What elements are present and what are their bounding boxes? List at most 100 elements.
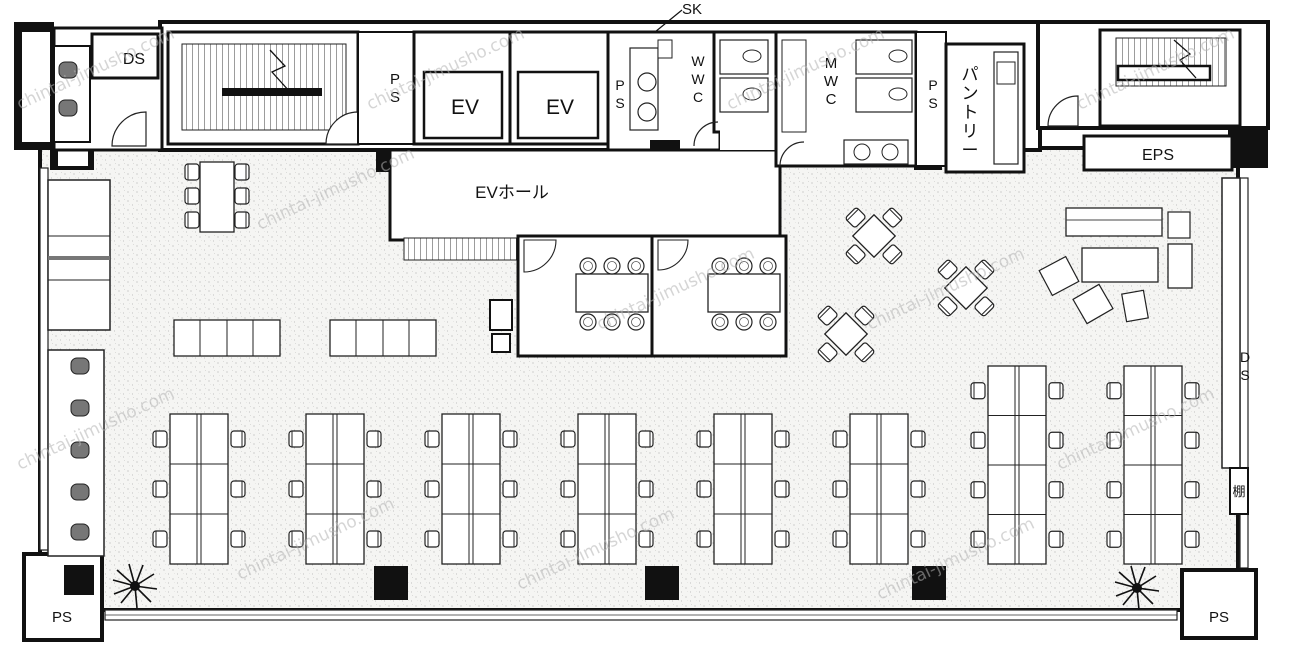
chair	[910, 530, 926, 548]
label-shelf: 棚	[1232, 484, 1245, 499]
chair	[711, 313, 729, 331]
chair	[560, 480, 576, 498]
label-eps: EPS	[1142, 147, 1174, 164]
chair	[696, 430, 712, 448]
chair	[424, 480, 440, 498]
chair	[1048, 530, 1064, 548]
chair	[424, 430, 440, 448]
chair	[910, 480, 926, 498]
eps-room	[1082, 134, 1234, 172]
chair	[152, 480, 168, 498]
label-wwc-3: C	[693, 89, 703, 105]
column	[912, 566, 946, 600]
chair	[1106, 530, 1122, 548]
lounge-area	[1038, 207, 1193, 325]
chair	[696, 480, 712, 498]
chair	[502, 430, 518, 448]
label-ds-right-b: S	[1240, 367, 1249, 383]
chair	[234, 211, 250, 229]
chair	[970, 382, 986, 400]
chair	[735, 313, 753, 331]
chair	[774, 480, 790, 498]
chair	[1184, 481, 1200, 499]
label-pantry-2: ン	[962, 84, 979, 103]
ev-hall	[388, 148, 782, 242]
chair	[1184, 530, 1200, 548]
cafe-tables	[816, 206, 996, 364]
chair	[970, 431, 986, 449]
chair	[230, 430, 246, 448]
chair	[759, 313, 777, 331]
chair	[638, 430, 654, 448]
label-ds-right-a: D	[1240, 349, 1250, 365]
label-ev-2: EV	[546, 96, 574, 119]
column	[645, 566, 679, 600]
chair	[1106, 382, 1122, 400]
label-pantry-5: ー	[962, 141, 979, 160]
chair	[970, 481, 986, 499]
chair	[234, 163, 250, 181]
chair	[424, 530, 440, 548]
label-ps-top-2-b: S	[615, 95, 624, 111]
ds-right	[1221, 177, 1241, 469]
label-pantry-4: リ	[962, 122, 979, 141]
chair	[627, 257, 645, 275]
chair	[832, 480, 848, 498]
label-mwc-2: W	[824, 73, 839, 90]
label-pantry-3: ト	[962, 103, 979, 122]
desk-island	[970, 365, 1064, 565]
label-ps-top-1-b: S	[390, 89, 400, 106]
chair	[1048, 382, 1064, 400]
label-mwc-3: C	[826, 91, 837, 108]
chair	[230, 480, 246, 498]
label-ps-bottom-left: PS	[52, 609, 72, 626]
chair	[832, 530, 848, 548]
desk-island	[560, 413, 654, 565]
label-ps-top-3-b: S	[928, 95, 937, 111]
label-wwc-2: W	[691, 71, 705, 87]
chair	[638, 480, 654, 498]
chair	[560, 530, 576, 548]
meeting-rooms	[516, 234, 788, 358]
chair	[603, 257, 621, 275]
chair	[774, 430, 790, 448]
label-ps-top-2-a: P	[615, 77, 624, 93]
desk-island	[832, 413, 926, 565]
label-ev-hall: EVホール	[475, 183, 549, 202]
label-ev-1: EV	[451, 96, 479, 119]
chair	[184, 163, 200, 181]
label-sk: SK	[682, 1, 702, 18]
copier	[489, 299, 513, 331]
chair	[184, 187, 200, 205]
cafe-table	[936, 258, 996, 318]
column	[374, 566, 408, 600]
chair	[696, 530, 712, 548]
label-pantry-1: パ	[962, 65, 979, 84]
chair	[1048, 481, 1064, 499]
chair	[910, 430, 926, 448]
chair	[288, 480, 304, 498]
chair	[366, 430, 382, 448]
desk-island	[152, 413, 246, 565]
chair	[152, 530, 168, 548]
chair	[832, 430, 848, 448]
chair	[560, 430, 576, 448]
chair	[774, 530, 790, 548]
chair	[184, 211, 200, 229]
cafe-table	[816, 304, 876, 364]
chair	[759, 257, 777, 275]
chair	[1106, 481, 1122, 499]
chair	[579, 257, 597, 275]
chair	[230, 530, 246, 548]
window-strip-left	[39, 167, 49, 551]
label-ds-top-left: DS	[123, 51, 145, 68]
label-ps-top-3-a: P	[928, 77, 937, 93]
chair	[366, 530, 382, 548]
desk-island	[288, 413, 382, 565]
label-mwc-1: M	[825, 55, 838, 72]
desk-island	[1106, 365, 1200, 565]
chair	[152, 430, 168, 448]
desk-island	[424, 413, 518, 565]
chair	[234, 187, 250, 205]
